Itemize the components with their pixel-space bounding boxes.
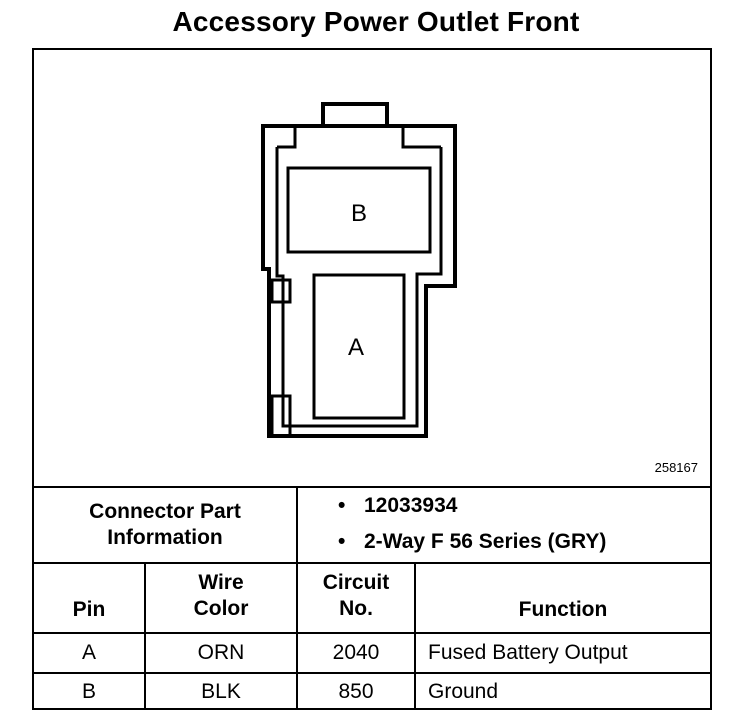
row-a-wire-color: ORN <box>197 641 245 664</box>
cavity-b <box>286 166 432 254</box>
part-info-label: Connector Part Information <box>34 499 296 551</box>
header-wire-color: Wire Color <box>193 571 249 620</box>
rule-col-pin <box>144 562 146 708</box>
row-a-function: Fused Battery Output <box>428 641 628 664</box>
header-circuit-no: Circuit No. <box>322 571 390 620</box>
row-a-pin: A <box>81 641 96 664</box>
side-key-upper <box>270 278 292 304</box>
row-a-circuit: 2040 <box>332 641 380 664</box>
rule-header <box>34 562 710 564</box>
figure-number: 258167 <box>654 460 698 475</box>
part-number: •12033934 <box>338 494 458 517</box>
cavity-b-label: B <box>351 200 367 227</box>
rule-row-a <box>34 632 710 634</box>
rule-col-circuit <box>414 562 416 708</box>
row-b-wire-color: BLK <box>201 680 241 703</box>
cavity-a <box>312 273 406 420</box>
connector-table: Connector Part Information •12033934 •2-… <box>34 50 710 708</box>
bullet-icon: • <box>338 530 346 553</box>
part-info-label-line1: Connector Part <box>89 500 241 523</box>
row-b-circuit: 850 <box>338 680 374 703</box>
diagram-frame: B A 258167 Connector Part Information •1… <box>32 48 712 710</box>
connector-inner-outline <box>275 147 443 428</box>
rule-row-b <box>34 672 710 674</box>
row-b-pin: B <box>81 680 96 703</box>
rule-col-wire <box>296 562 298 708</box>
part-info-label-line2: Information <box>107 526 223 549</box>
connector-diagram: B A 258167 <box>34 50 710 486</box>
cavity-a-label: A <box>348 334 364 361</box>
rule-part-info-divider <box>296 486 298 564</box>
right-top-notch <box>401 126 441 149</box>
connector-drawing: B A <box>261 102 457 438</box>
side-key-lower <box>270 394 292 438</box>
header-function: Function <box>518 598 608 621</box>
diagram-title: Accessory Power Outlet Front <box>172 6 580 37</box>
connector-series: •2-Way F 56 Series (GRY) <box>338 530 607 553</box>
row-b-function: Ground <box>428 680 499 703</box>
left-top-notch <box>277 126 297 149</box>
rule-top <box>34 486 710 488</box>
header-pin: Pin <box>72 598 106 621</box>
bullet-icon: • <box>338 494 346 517</box>
